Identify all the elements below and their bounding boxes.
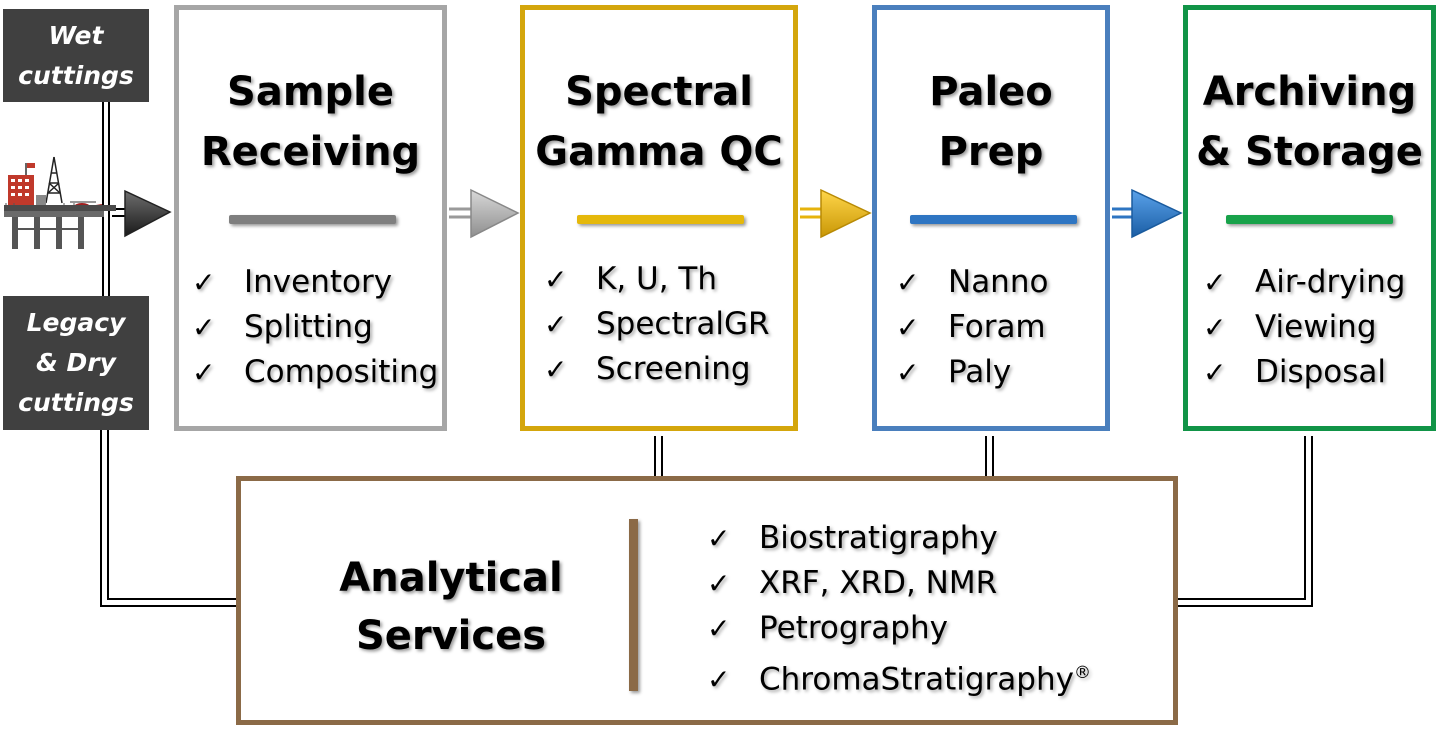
wet-cuttings-label: Wet cuttings: [3, 9, 149, 102]
list-item: ✓Splitting: [192, 305, 442, 350]
service-list: ✓Biostratigraphy ✓XRF, XRD, NMR ✓Petrogr…: [707, 516, 1173, 697]
list-item: ✓Compositing: [192, 350, 442, 395]
stage-title: Archiving & Storage: [1196, 69, 1423, 175]
checkmark-icon: ✓: [896, 311, 920, 344]
input-line: [100, 102, 236, 607]
stage-title: Sample Receiving: [200, 69, 421, 175]
checkmark-icon: ✓: [896, 356, 920, 389]
trademark-mark: ®: [1073, 663, 1091, 683]
checkmark-icon: ✓: [192, 311, 216, 344]
list-item: ✓Foram: [896, 305, 1105, 350]
analytical-title: Analytical Services: [339, 555, 563, 659]
list-item: ✓XRF, XRD, NMR: [707, 561, 1173, 606]
checkmark-icon: ✓: [544, 308, 568, 341]
list-item: ✓Air-drying: [1203, 260, 1431, 305]
checkmark-icon: ✓: [1203, 356, 1227, 389]
stage-divider: [910, 215, 1077, 224]
list-item: ✓Petrography: [707, 606, 1173, 651]
paleo-to-analytical-line: [985, 436, 994, 476]
task-list: ✓Air-drying ✓Viewing ✓Disposal: [1188, 260, 1431, 395]
list-item: ✓ChromaStratigraphy®: [707, 651, 1173, 697]
checkmark-icon: ✓: [896, 266, 920, 299]
list-item: ✓Viewing: [1203, 305, 1431, 350]
stage-archiving-storage: Archiving & Storage ✓Air-drying ✓Viewing…: [1183, 5, 1436, 431]
analytical-divider: [629, 519, 638, 691]
stage-paleo-prep: Paleo Prep ✓Nanno ✓Foram ✓Paly: [872, 5, 1110, 431]
checkmark-icon: ✓: [707, 663, 731, 697]
checkmark-icon: ✓: [544, 263, 568, 296]
offshore-platform-icon: [4, 156, 116, 249]
list-item: ✓Inventory: [192, 260, 442, 305]
stage-divider: [229, 215, 396, 224]
stage-divider: [1226, 215, 1393, 224]
task-list: ✓Nanno ✓Foram ✓Paly: [877, 260, 1105, 395]
checkmark-icon: ✓: [192, 266, 216, 299]
list-item: ✓Paly: [896, 350, 1105, 395]
list-item: ✓Screening: [544, 347, 793, 392]
stage-sample-receiving: Sample Receiving ✓Inventory ✓Splitting ✓…: [174, 5, 447, 431]
flow-arrow-icon: [800, 188, 872, 239]
analytical-services-box: Analytical Services ✓Biostratigraphy ✓XR…: [236, 476, 1178, 725]
list-item: ✓Biostratigraphy: [707, 516, 1173, 561]
gamma-to-analytical-line: [654, 436, 663, 476]
checkmark-icon: ✓: [1203, 311, 1227, 344]
flow-arrow-icon: [1112, 188, 1183, 239]
archive-to-analytical-line: [1178, 436, 1313, 607]
list-item: ✓SpectralGR: [544, 302, 793, 347]
checkmark-icon: ✓: [192, 356, 216, 389]
stage-title: Spectral Gamma QC: [535, 69, 783, 175]
checkmark-icon: ✓: [1203, 266, 1227, 299]
stage-spectral-gamma-qc: Spectral Gamma QC ✓K, U, Th ✓SpectralGR …: [520, 5, 798, 431]
list-item: ✓Nanno: [896, 260, 1105, 305]
stage-divider: [577, 215, 744, 224]
task-list: ✓K, U, Th ✓SpectralGR ✓Screening: [525, 257, 793, 392]
checkmark-icon: ✓: [707, 522, 731, 555]
list-item: ✓K, U, Th: [544, 257, 793, 302]
checkmark-icon: ✓: [707, 567, 731, 600]
stage-title: Paleo Prep: [929, 69, 1053, 175]
task-list: ✓Inventory ✓Splitting ✓Compositing: [179, 260, 442, 395]
legacy-dry-cuttings-label: Legacy & Dry cuttings: [3, 296, 149, 430]
list-item: ✓Disposal: [1203, 350, 1431, 395]
flow-arrow-icon: [449, 188, 520, 239]
checkmark-icon: ✓: [544, 353, 568, 386]
checkmark-icon: ✓: [707, 612, 731, 645]
